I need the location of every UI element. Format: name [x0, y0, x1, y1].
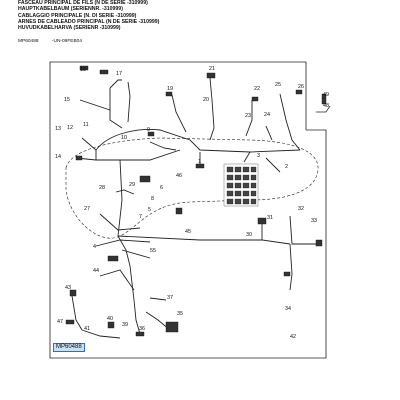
- callout-21: 21: [209, 66, 215, 72]
- reference-date: -UN-09FEB04: [51, 39, 83, 44]
- harness-wires: [71, 77, 318, 339]
- callout-23: 23: [245, 113, 251, 119]
- header-line-it: CABLAGGIO PRINCIPALE (N. DI SERIE -31099…: [18, 12, 137, 19]
- callout-14: 14: [55, 154, 61, 160]
- callout-24: 24: [264, 112, 270, 118]
- callout-13: 13: [55, 126, 61, 132]
- header-line-fr: FASCEAU PRINCIPAL DE FILS (N DE SERIE -3…: [18, 0, 148, 6]
- callout-22: 22: [254, 86, 260, 92]
- callout-8: 8: [151, 196, 154, 202]
- header-line-es: ARNES DE CABLEADO PRINCIPAL (N DE SERIE …: [18, 18, 160, 25]
- callout-10: 10: [121, 135, 127, 141]
- platform-dashed-outline: [65, 137, 319, 239]
- callout-17: 17: [116, 71, 122, 77]
- callout-28: 28: [99, 185, 105, 191]
- reference-code: MP60488: [18, 39, 39, 44]
- callout-32: 32: [298, 206, 304, 212]
- callout-12: 12: [67, 125, 73, 131]
- callout-15: 15: [64, 97, 70, 103]
- callout-labels: 17 18 15 19 21 20 22 25 26 49 48 13 12 1…: [55, 66, 329, 340]
- callout-40: 40: [107, 316, 113, 322]
- callout-5: 5: [148, 207, 151, 213]
- callout-18: 18: [80, 67, 86, 73]
- callout-25: 25: [275, 82, 281, 88]
- callout-1: 1: [198, 159, 201, 165]
- callout-29: 29: [129, 182, 135, 188]
- callout-19: 19: [167, 86, 173, 92]
- arrow-icon-49: [316, 105, 331, 113]
- callout-31: 31: [267, 215, 273, 221]
- callout-49: 49: [323, 92, 329, 98]
- callout-44: 44: [93, 268, 99, 274]
- callout-55: 55: [150, 248, 156, 254]
- callout-9: 9: [147, 127, 150, 133]
- header-block: FASCEAU PRINCIPAL DE FILS (N DE SERIE -3…: [18, 0, 318, 31]
- callout-27: 27: [84, 206, 90, 212]
- callout-35: 35: [177, 311, 183, 317]
- callout-26: 26: [298, 84, 304, 90]
- fuse-relay-panel: [223, 163, 259, 207]
- callout-33: 33: [311, 218, 317, 224]
- callout-41: 41: [84, 326, 90, 332]
- figure-tag: MP60488: [53, 343, 85, 352]
- frame-outline: [49, 61, 327, 359]
- callout-3: 3: [257, 153, 260, 159]
- callout-47: 47: [57, 319, 63, 325]
- callout-34: 34: [285, 306, 291, 312]
- callout-45: 45: [185, 229, 191, 235]
- callout-2: 2: [285, 164, 288, 170]
- callout-39: 39: [122, 322, 128, 328]
- callout-20: 20: [203, 97, 209, 103]
- callout-4: 4: [93, 244, 96, 250]
- header-line-sv: HUVUDKABELHARVA (SERIENR -310999): [18, 25, 121, 32]
- connector-blocks: [65, 65, 327, 337]
- callout-11: 11: [83, 122, 89, 128]
- callout-36: 36: [139, 326, 145, 332]
- callout-37: 37: [167, 295, 173, 301]
- callout-6: 6: [160, 185, 163, 191]
- reference-line: MP60488 -UN-09FEB04: [18, 39, 94, 44]
- callout-46: 46: [176, 173, 182, 179]
- callout-30: 30: [246, 232, 252, 238]
- callout-43: 43: [65, 285, 71, 291]
- callout-7: 7: [139, 214, 142, 220]
- callout-42: 42: [290, 334, 296, 340]
- callout-48: 48: [323, 103, 329, 109]
- header-line-de: HAUPTKABELBAUM (SERIENNR. -310999): [18, 6, 123, 13]
